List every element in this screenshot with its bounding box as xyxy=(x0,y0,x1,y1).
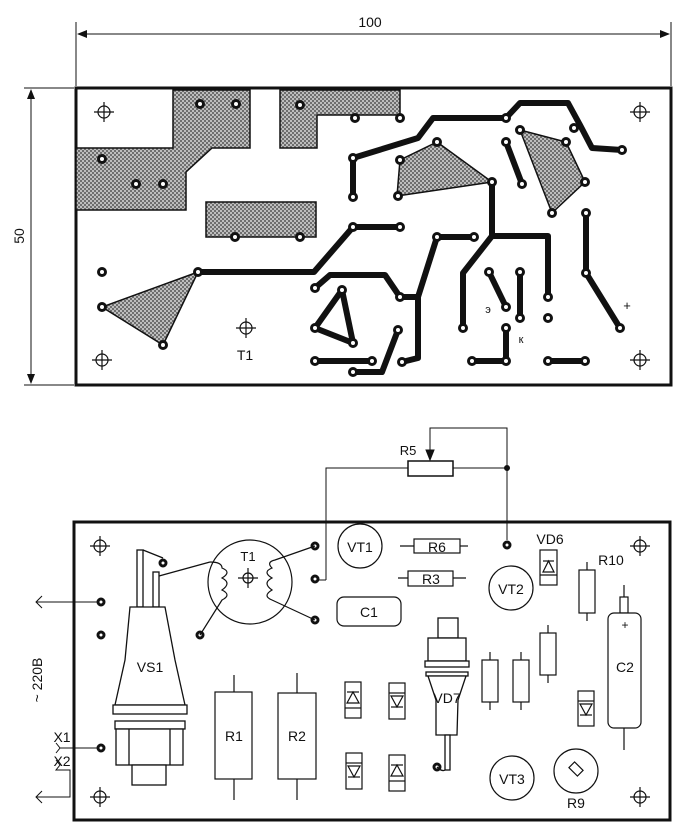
mounting-hole-icon xyxy=(90,536,110,556)
mains-leads xyxy=(35,595,100,804)
resistor-r6 xyxy=(400,538,468,554)
dimension-width-label: 100 xyxy=(358,14,382,30)
r5-label: R5 xyxy=(400,443,417,458)
mounting-hole-icon xyxy=(236,318,256,338)
capacitor-c2 xyxy=(607,585,642,750)
svg-text:VT1: VT1 xyxy=(347,539,373,555)
mounting-hole-icon xyxy=(630,350,650,370)
r3-label: R3 xyxy=(422,571,440,587)
dimension-height: 50 xyxy=(11,87,74,386)
c2-label: C2 xyxy=(616,659,634,675)
trimmer-r9 xyxy=(553,748,599,794)
foil-t1-label: T1 xyxy=(237,347,254,363)
r6-label: R6 xyxy=(428,539,446,555)
mounting-hole-icon xyxy=(630,102,650,122)
svg-text:VT2: VT2 xyxy=(498,581,524,597)
mains-voltage-label: ~ 220В xyxy=(29,658,45,703)
r10-label: R10 xyxy=(598,552,624,568)
pads xyxy=(97,99,627,377)
t1-label: T1 xyxy=(240,549,255,564)
resistor xyxy=(481,652,499,710)
diode xyxy=(344,681,362,719)
r2-label: R2 xyxy=(288,728,306,744)
svg-text:VT3: VT3 xyxy=(499,771,525,787)
emitter-mark: э xyxy=(485,304,491,316)
resistor-r10 xyxy=(578,562,596,621)
resistor xyxy=(512,652,530,710)
resistor-r3 xyxy=(398,570,466,587)
svg-text:C1: C1 xyxy=(360,604,378,620)
resistor-r1 xyxy=(214,675,253,800)
dimension-height-label: 50 xyxy=(11,228,27,244)
mounting-hole-icon xyxy=(238,568,258,588)
mounting-hole-icon xyxy=(90,787,110,807)
c2-polarity-mark: + xyxy=(621,618,628,632)
transistor-vt1: VT1 xyxy=(337,523,383,569)
copper-areas xyxy=(75,89,586,347)
small-resistors xyxy=(481,625,557,710)
transistor-vt3: VT3 xyxy=(489,755,535,801)
resistor-r2 xyxy=(277,673,317,800)
connector-x1-label: X1 xyxy=(53,729,70,745)
thyristor-vs1 xyxy=(112,549,211,786)
transformer-t1 xyxy=(199,539,316,636)
resistor xyxy=(539,625,557,683)
connector-x2-label: X2 xyxy=(53,753,70,769)
mounting-hole-icon xyxy=(630,536,650,556)
collector-mark: к xyxy=(519,334,524,346)
diode xyxy=(388,682,406,720)
plus-mark: + xyxy=(623,298,631,313)
transistor-vt2: VT2 xyxy=(488,565,534,611)
r9-label: R9 xyxy=(567,795,585,811)
mounting-hole-icon xyxy=(92,350,112,370)
diode xyxy=(388,754,406,792)
dimension-width: 100 xyxy=(75,14,672,86)
vd6-label: VD6 xyxy=(536,531,563,547)
mounting-hole-icons xyxy=(92,102,650,370)
potentiometer-r5 xyxy=(318,427,510,581)
diode-vd7 xyxy=(424,617,470,772)
diode xyxy=(345,752,363,790)
diode-vd6 xyxy=(539,549,558,586)
r1-label: R1 xyxy=(225,728,243,744)
bridge-diodes xyxy=(344,681,595,792)
mounting-hole-icon xyxy=(630,787,650,807)
foil-side-board: T1 э к + xyxy=(74,86,673,387)
component-side-board: ~ 220В X1 X2 VS1 xyxy=(29,520,672,822)
component-pads xyxy=(96,540,512,772)
mounting-hole-icon xyxy=(94,102,114,122)
capacitor-c1: C1 xyxy=(336,596,402,627)
vs1-label: VS1 xyxy=(137,659,164,675)
vd7-label: VD7 xyxy=(433,690,460,706)
diode xyxy=(577,690,595,727)
